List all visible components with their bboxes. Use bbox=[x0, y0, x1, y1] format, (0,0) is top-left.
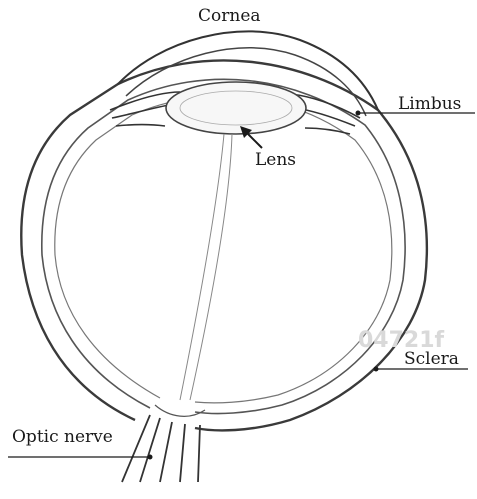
lens-label: Lens bbox=[255, 152, 296, 169]
sclera-label: Sclera bbox=[404, 351, 459, 368]
sclera-pointer bbox=[374, 367, 379, 372]
lens-arrow-line bbox=[246, 132, 262, 148]
limbus-pointer bbox=[356, 111, 361, 116]
optic-nerve-pointer bbox=[148, 455, 153, 460]
cornea-label: Cornea bbox=[198, 8, 261, 25]
hyaloid-canal bbox=[180, 134, 232, 400]
lens-shape bbox=[166, 82, 306, 134]
optic-nerve-shape bbox=[122, 415, 200, 482]
optic-disc bbox=[155, 405, 205, 416]
optic-nerve-label: Optic nerve bbox=[12, 429, 113, 446]
limbus-label: Limbus bbox=[398, 96, 461, 113]
